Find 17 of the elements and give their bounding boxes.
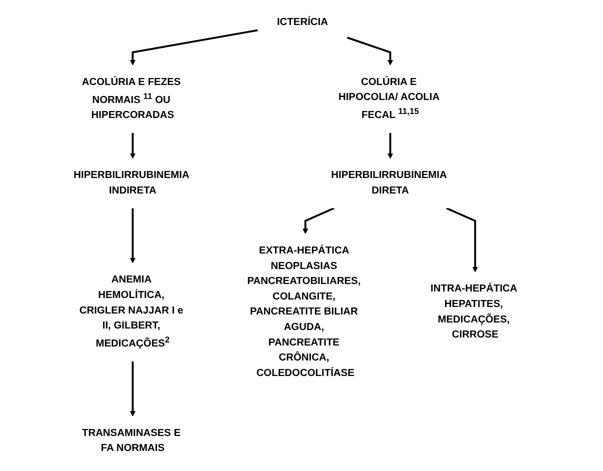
arrow — [302, 207, 335, 234]
arrow — [130, 208, 136, 264]
arrow — [130, 132, 136, 159]
node-text: EXTRA-HEPÁTICA NEOPLASIAS PANCREATOBILIARES, COLANGITE, PANCREATITE BILIAR AGUDA, PANCREATITE CRÔNICA, COLEDOCOLITÍASE — [247, 245, 361, 378]
arrow — [446, 207, 478, 272]
node-text: ANEMIA HEMOLÍTICA, CRIGLER NAJJAR I e II, GILBERT, MEDICAÇÕES$^{2}$ — [79, 274, 184, 350]
arrow — [130, 29, 258, 66]
node-text: HIPERBILIRRUBINEMIA INDIRETA — [74, 170, 189, 196]
node-text: TRANSAMINASES E FA NORMAIS — [82, 428, 181, 454]
arrow — [387, 132, 394, 159]
arrow — [346, 36, 394, 66]
node-text: ICTERÍCIA — [276, 16, 328, 28]
arrow — [130, 361, 136, 416]
node-text: INTRA-HEPÁTICA HEPATITES, MEDICAÇÕES, CIRROSE — [430, 283, 517, 340]
node-text: ACOLÚRIA E FEZES NORMAIS $^{11}$ OU HIPERCORADAS — [82, 76, 181, 121]
node-text: COLÚRIA E HIPOCOLIA/ ACOLIA FECAL $^{11,15}$ — [338, 76, 440, 121]
node-text: HIPERBILIRRUBINEMIA DIRETA — [331, 170, 446, 196]
